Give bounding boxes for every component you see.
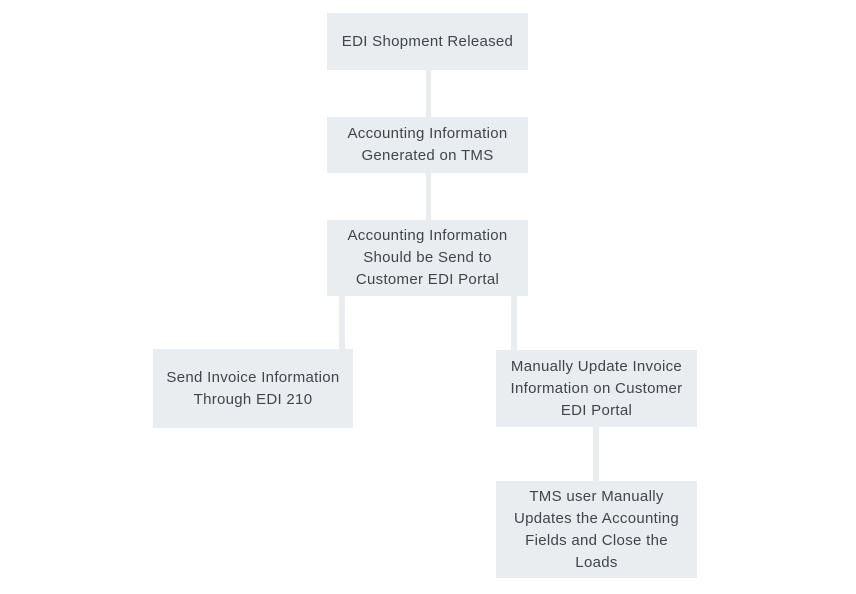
- flow-node-tms-user-manual-update: TMS user Manually Updates the Accounting…: [496, 481, 697, 578]
- connector-released-to-generated: [426, 70, 431, 117]
- flow-node-manually-update-invoice: Manually Update Invoice Information on C…: [496, 350, 697, 427]
- connector-send-portal-to-edi-210: [339, 296, 345, 349]
- flow-node-send-invoice-edi-210: Send Invoice Information Through EDI 210: [153, 349, 353, 428]
- flow-node-accounting-info-send-portal: Accounting Information Should be Send to…: [327, 220, 528, 296]
- connector-send-portal-to-manual-update: [511, 296, 517, 350]
- flow-node-edi-shipment-released: EDI Shopment Released: [327, 13, 528, 70]
- connector-manual-update-to-tms-user: [593, 427, 599, 481]
- connector-generated-to-send-portal: [426, 172, 431, 220]
- flow-node-accounting-info-generated: Accounting Information Generated on TMS: [327, 117, 528, 173]
